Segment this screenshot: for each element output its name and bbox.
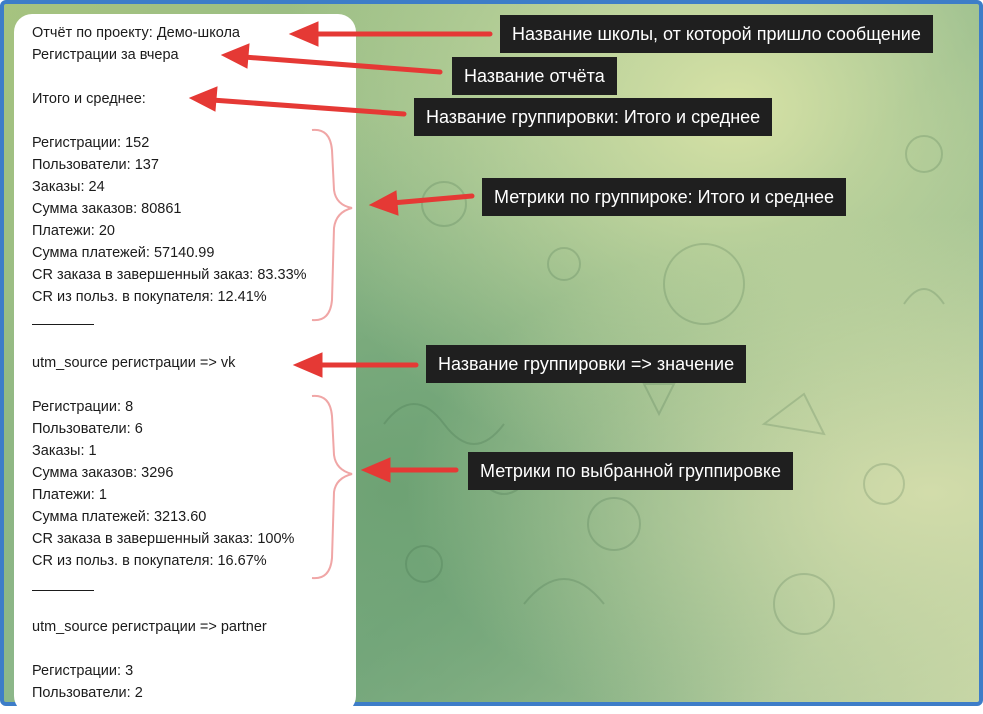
callout-school-name: Название школы, от которой пришло сообще… xyxy=(500,15,933,53)
metric-line: Платежи: 1 xyxy=(32,487,107,503)
group-vk-title: utm_source регистрации => vk xyxy=(32,355,236,371)
callout-metrics-total: Метрики по группироке: Итого и среднее xyxy=(482,178,846,216)
report-name-line: Регистрации за вчера xyxy=(32,47,179,63)
callout-report-name: Название отчёта xyxy=(452,57,617,95)
metric-line: Платежи: 20 xyxy=(32,223,115,239)
metric-line: CR заказа в завершенный заказ: 83.33% xyxy=(32,267,307,283)
metric-line: Регистрации: 152 xyxy=(32,135,150,151)
report-project-line: Отчёт по проекту: Демо-школа xyxy=(32,25,240,41)
metric-line: Сумма заказов: 3296 xyxy=(32,465,174,481)
separator-line xyxy=(32,590,94,591)
metric-line: CR из польз. в покупателя: 16.67% xyxy=(32,553,267,569)
metric-line: CR из польз. в покупателя: 12.41% xyxy=(32,289,267,305)
metric-line: Сумма платежей: 57140.99 xyxy=(32,245,215,261)
group-partner-title: utm_source регистрации => partner xyxy=(32,619,267,635)
metric-line: CR заказа в завершенный заказ: 100% xyxy=(32,531,295,547)
doodle-pattern xyxy=(383,135,945,635)
metric-line: Пользователи: 2 xyxy=(32,685,143,701)
separator-line xyxy=(32,324,94,325)
metric-line: Заказы: 1 xyxy=(32,443,97,459)
metric-line: Заказы: 24 xyxy=(32,179,105,195)
callout-metrics-selected: Метрики по выбранной группировке xyxy=(468,452,793,490)
metric-line: Сумма заказов: 80861 xyxy=(32,201,182,217)
metric-line: Пользователи: 137 xyxy=(32,157,159,173)
callout-group-total: Название группировки: Итого и среднее xyxy=(414,98,773,136)
metric-line: Пользователи: 6 xyxy=(32,421,143,437)
callout-group-value: Название группировки => значение xyxy=(426,345,747,383)
metric-line: Регистрации: 3 xyxy=(32,663,134,679)
metric-line: Регистрации: 8 xyxy=(32,399,134,415)
group-total-title: Итого и среднее: xyxy=(32,91,146,107)
metric-line: Сумма платежей: 3213.60 xyxy=(32,509,207,525)
